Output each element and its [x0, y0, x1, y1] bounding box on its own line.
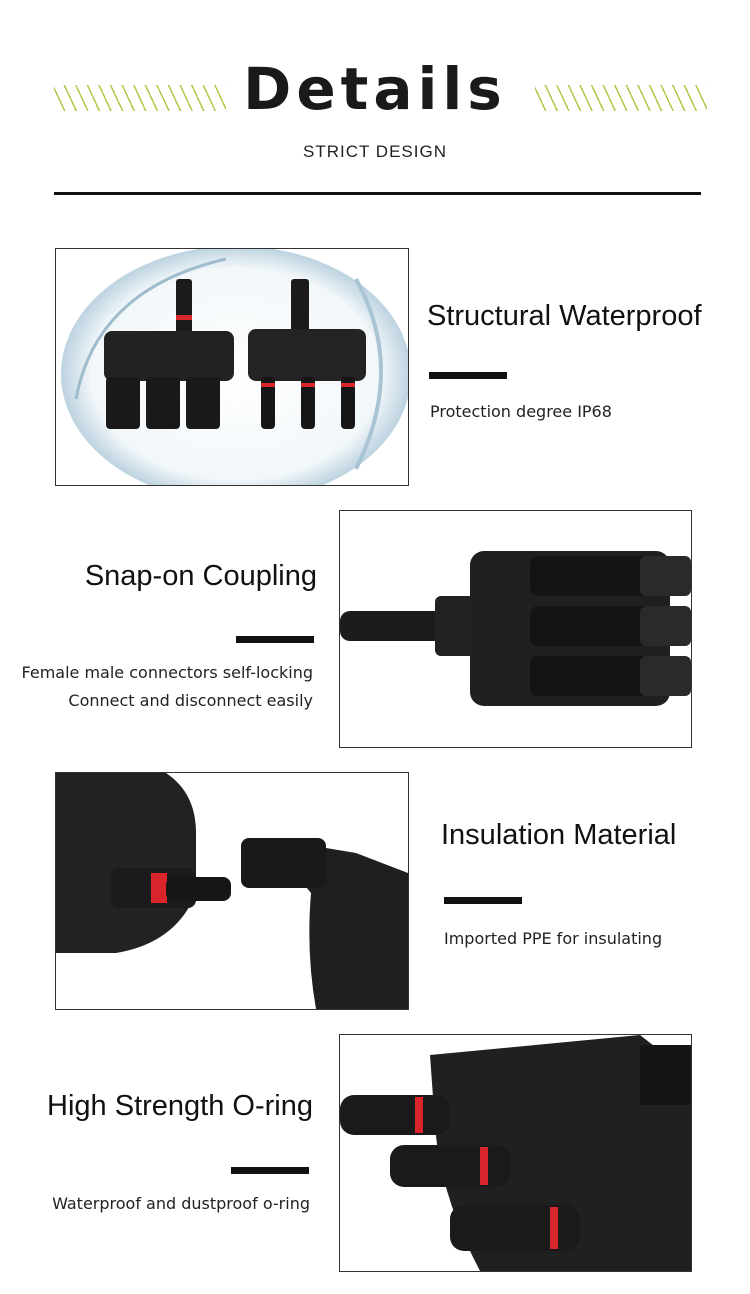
snap-on-coupling-photo	[339, 510, 692, 748]
feature-title-o-ring: High Strength O-ring	[47, 1090, 313, 1122]
feature-desc-insulation: Imported PPE for insulating	[444, 929, 663, 948]
waterproof-connector-photo	[55, 248, 409, 486]
feature-title-insulation: Insulation Material	[441, 819, 677, 851]
feature-title-snap-on: Snap-on Coupling	[84, 560, 317, 592]
decorative-hatch-left	[54, 85, 226, 111]
feature-bar-snap-on	[236, 636, 314, 643]
insulation-material-photo	[55, 772, 409, 1010]
feature-desc-waterproof: Protection degree IP68	[430, 402, 612, 421]
o-ring-photo	[339, 1034, 692, 1272]
page-subtitle: STRICT DESIGN	[303, 142, 447, 161]
feature-desc-snap-on-line2: Connect and disconnect easily	[68, 691, 313, 710]
feature-desc-o-ring: Waterproof and dustproof o-ring	[52, 1194, 310, 1213]
feature-title-waterproof: Structural Waterproof	[427, 300, 702, 332]
header-divider	[54, 192, 701, 195]
feature-bar-waterproof	[429, 372, 507, 379]
feature-desc-snap-on-line1: Female male connectors self-locking	[21, 663, 313, 682]
feature-bar-o-ring	[231, 1167, 309, 1174]
decorative-hatch-right	[535, 85, 707, 111]
feature-bar-insulation	[444, 897, 522, 904]
page-title: Details	[243, 55, 507, 123]
